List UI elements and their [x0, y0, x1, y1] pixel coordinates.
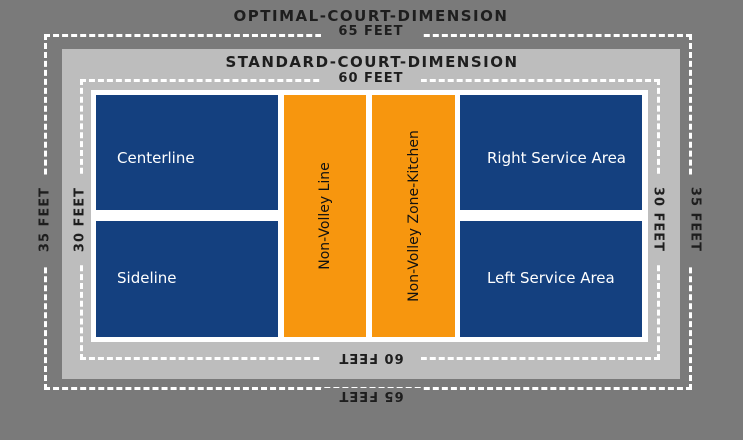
kitchen-zone: Non-Volley Zone-Kitchen [372, 95, 455, 337]
sideline-area: Sideline [96, 221, 278, 337]
standard-court-title: STANDARD-COURT-DIMENSION [225, 53, 519, 71]
optimal-right-label: 35 FEET [687, 174, 703, 265]
centerline-label: Centerline [117, 149, 195, 167]
right-service-area: Right Service Area [460, 95, 642, 210]
centerline-area: Centerline [96, 95, 278, 210]
sideline-label: Sideline [117, 269, 177, 287]
optimal-top-label: 65 FEET [321, 24, 421, 39]
standard-left-label: 30 FEET [72, 174, 88, 265]
left-service-area: Left Service Area [460, 221, 642, 337]
non-volley-line-zone: Non-Volley Line [284, 95, 366, 337]
left-service-area-label: Left Service Area [487, 269, 615, 287]
pickleball-court: Centerline Sideline Non-Volley Line Non-… [91, 90, 648, 342]
standard-right-label: 30 FEET [650, 174, 666, 265]
optimal-left-label: 35 FEET [37, 174, 53, 265]
standard-top-label: 60 FEET [321, 71, 421, 86]
optimal-court-title: OPTIMAL-COURT-DIMENSION [233, 7, 509, 25]
non-volley-line-label: Non-Volley Line [317, 162, 334, 270]
kitchen-label: Non-Volley Zone-Kitchen [405, 130, 422, 302]
optimal-bottom-label: 65 FEET [321, 388, 421, 403]
standard-bottom-label: 60 FEET [321, 350, 421, 365]
right-service-area-label: Right Service Area [487, 149, 626, 167]
